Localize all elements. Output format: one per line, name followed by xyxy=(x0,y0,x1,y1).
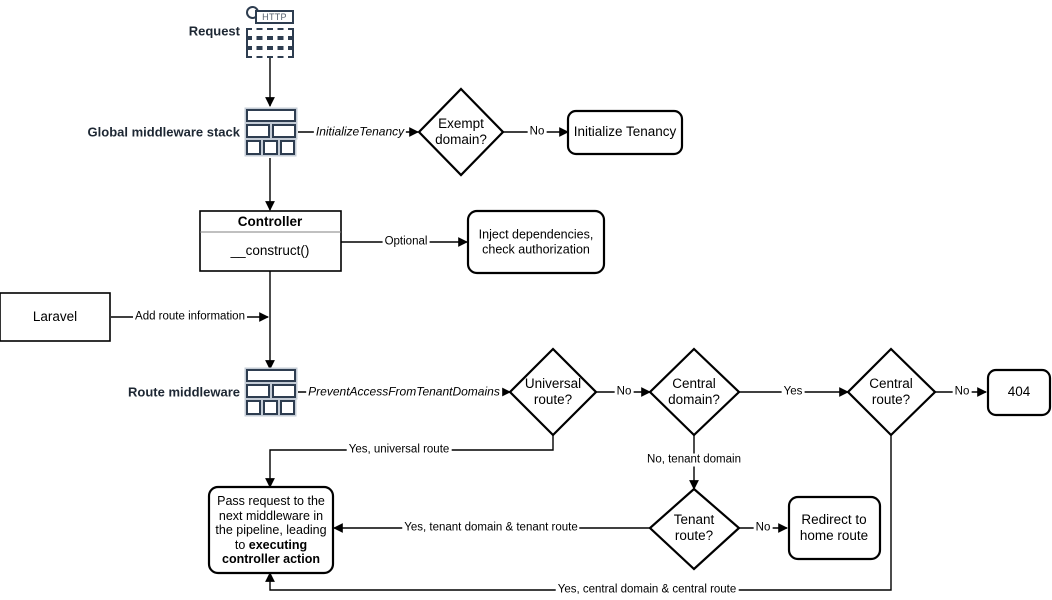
node-central-domain-label: Central domain? xyxy=(668,376,720,408)
edge-label-initialize-tenancy: InitializeTenancy xyxy=(313,124,407,139)
edge-label-yes-central-domain-central-route: Yes, central domain & central route xyxy=(555,583,739,597)
http-request-icon: HTTP xyxy=(246,6,294,58)
node-exempt-domain[interactable] xyxy=(417,87,505,177)
pass-request-text: Pass request to the next middleware in t… xyxy=(215,493,327,552)
stack-row3-box2 xyxy=(263,140,278,155)
stack-row2-box1 xyxy=(246,124,270,138)
node-redirect-home[interactable] xyxy=(787,495,882,561)
node-initialize-tenancy-label: Initialize Tenancy xyxy=(573,124,677,139)
stack-row2-box2 xyxy=(272,384,296,398)
edge-label-yes-tenant-domain-tenant-route: Yes, tenant domain & tenant route xyxy=(402,521,580,535)
stack-row1-box1 xyxy=(246,109,296,122)
node-redirect-home-label: Redirect to home route xyxy=(800,512,868,544)
stack-row3-box3 xyxy=(280,400,295,415)
label-request: Request xyxy=(188,23,240,39)
exempt-domain-line-1: Exempt xyxy=(438,116,484,131)
edge-label-prevent-access: PreventAccessFromTenantDomains xyxy=(306,384,502,399)
node-laravel[interactable] xyxy=(0,292,111,342)
label-route-middleware: Route middleware xyxy=(128,384,240,400)
node-controller-title: Controller xyxy=(237,214,303,229)
stack-row3-box1 xyxy=(246,400,261,415)
node-tenant-route-label: Tenant route? xyxy=(674,512,715,544)
tenant-route-line-1: Tenant xyxy=(673,512,715,527)
redirect-home-line-2: home route xyxy=(799,528,869,543)
exempt-domain-line-2: domain? xyxy=(435,132,487,147)
node-404[interactable] xyxy=(986,368,1052,417)
tenant-route-line-2: route? xyxy=(674,528,714,543)
label-global-middleware-stack: Global middleware stack xyxy=(87,124,240,140)
stack-row2-box1 xyxy=(246,384,270,398)
edge-label-exempt-no: No xyxy=(527,125,547,139)
http-body-line-3 xyxy=(246,48,294,58)
node-controller-method: __construct() xyxy=(230,243,310,258)
node-central-route-label: Central route? xyxy=(869,376,913,408)
central-route-line-1: Central xyxy=(869,376,913,391)
pass-request-bold-text: executing controller action xyxy=(222,537,320,566)
node-404-label: 404 xyxy=(1007,384,1031,399)
node-laravel-label: Laravel xyxy=(32,309,78,324)
edge-label-tenant-route-no: No xyxy=(753,521,773,535)
http-label-box: HTTP xyxy=(255,10,294,24)
node-central-route[interactable] xyxy=(846,347,937,437)
node-tenant-route[interactable] xyxy=(648,487,741,571)
node-inject-dependencies[interactable] xyxy=(466,209,606,275)
http-body-line-2 xyxy=(246,38,294,48)
node-universal-route[interactable] xyxy=(508,347,598,437)
node-initialize-tenancy[interactable] xyxy=(566,109,684,156)
node-inject-dependencies-label: Inject dependencies, check authorization xyxy=(479,228,594,257)
edge-label-central-domain-yes: Yes xyxy=(781,385,805,399)
stack-row3-box2 xyxy=(263,400,278,415)
stack-row2-box2 xyxy=(272,124,296,138)
edge-label-universal-no: No xyxy=(614,385,634,399)
node-pass-request-label: Pass request to the next middleware in t… xyxy=(213,494,329,567)
http-body-line-1 xyxy=(246,28,294,38)
inject-dependencies-line-1: Inject dependencies, xyxy=(478,227,594,242)
node-controller[interactable] xyxy=(199,210,342,272)
node-universal-route-label: Universal route? xyxy=(525,376,581,408)
central-domain-line-2: domain? xyxy=(668,392,720,407)
middleware-stack-icon-route xyxy=(246,369,296,415)
edge-label-yes-universal-route: Yes, universal route xyxy=(346,443,452,457)
edge-label-optional: Optional xyxy=(382,235,430,249)
edge-label-central-route-no: No xyxy=(952,385,972,399)
stack-row3-box3 xyxy=(280,140,295,155)
node-exempt-domain-label: Exempt domain? xyxy=(435,116,487,148)
node-central-domain[interactable] xyxy=(648,347,741,437)
stack-row1-box1 xyxy=(246,369,296,382)
central-domain-line-1: Central xyxy=(672,376,716,391)
central-route-line-2: route? xyxy=(871,392,911,407)
edge-label-add-route-information: Add route information xyxy=(133,310,247,324)
inject-dependencies-line-2: check authorization xyxy=(482,242,590,256)
universal-route-line-1: Universal xyxy=(524,376,582,391)
stack-row3-box1 xyxy=(246,140,261,155)
node-pass-request[interactable] xyxy=(207,485,335,575)
middleware-stack-icon-global xyxy=(246,109,296,155)
universal-route-line-2: route? xyxy=(533,392,573,407)
redirect-home-line-1: Redirect to xyxy=(801,512,867,527)
edge-label-no-tenant-domain: No, tenant domain xyxy=(645,453,743,467)
